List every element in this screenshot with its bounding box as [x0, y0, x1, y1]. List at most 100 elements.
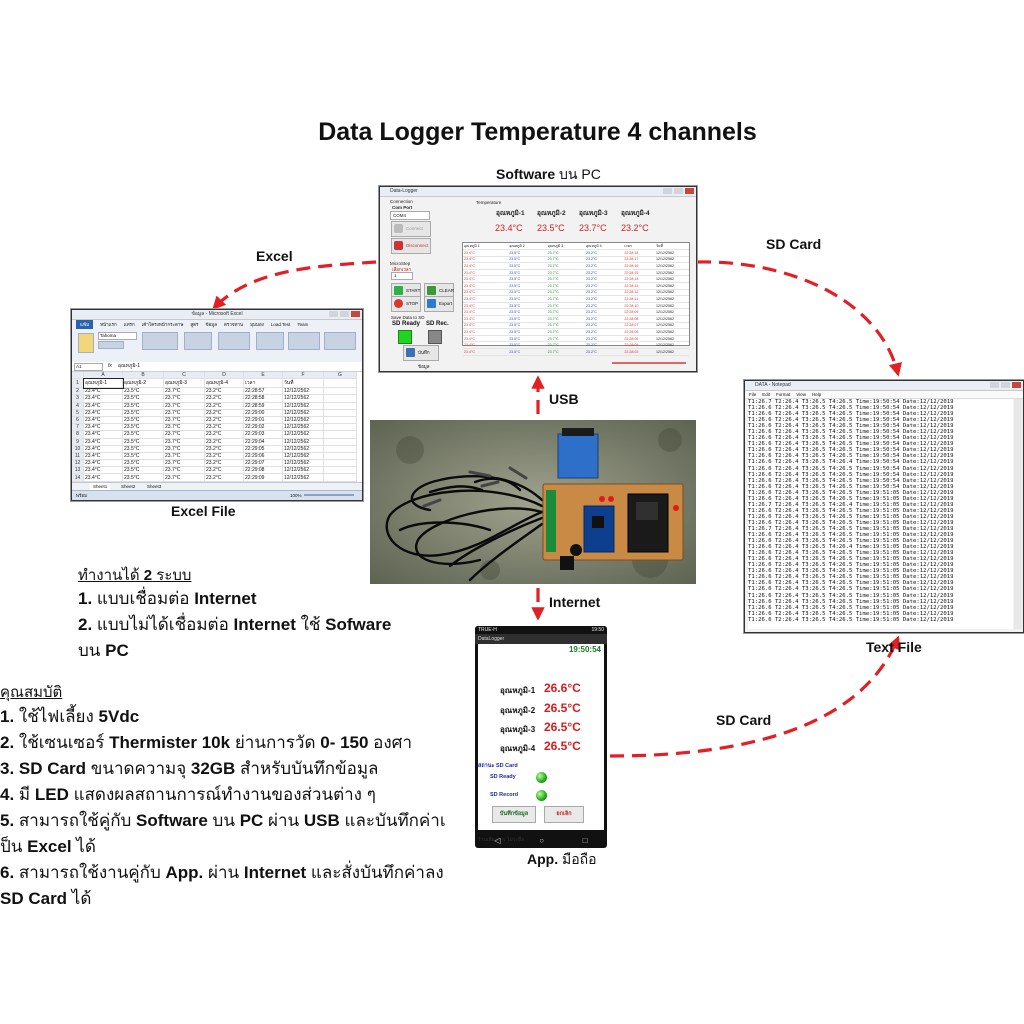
- sheet-cell[interactable]: 23.2°C: [204, 409, 244, 417]
- sheet-cell[interactable]: 23.4°C: [83, 452, 123, 461]
- row-number[interactable]: 13: [72, 466, 84, 475]
- sheet-tab-2[interactable]: Sheet2: [121, 484, 136, 489]
- ribbon-tab[interactable]: ข้อมูล: [205, 322, 217, 327]
- maximize-button[interactable]: [1001, 382, 1010, 388]
- number-format-icon[interactable]: [184, 332, 212, 350]
- sheet-cell[interactable]: 22:29:05: [243, 445, 283, 453]
- sheet-cell[interactable]: 12/12/2562: [282, 430, 324, 439]
- sheet-cell[interactable]: 23.5°C: [122, 402, 164, 410]
- sheet-cell[interactable]: 23.2°C: [204, 473, 244, 482]
- styles-icon[interactable]: [218, 332, 250, 350]
- ribbon-tab[interactable]: Team: [297, 322, 309, 327]
- sheet-cell[interactable]: 23.7°C: [163, 445, 205, 453]
- sheet-cell[interactable]: 23.2°C: [204, 416, 244, 425]
- sheet-cell[interactable]: 23.5°C: [122, 409, 164, 417]
- row-number[interactable]: 4: [72, 402, 84, 410]
- sheet-cell[interactable]: 23.5°C: [122, 438, 164, 446]
- sheet-cell[interactable]: 23.7°C: [163, 387, 205, 396]
- sheet-cell[interactable]: 22:29:09: [243, 473, 283, 482]
- sheet-cell[interactable]: 23.7°C: [163, 402, 205, 410]
- phone-cancel-button[interactable]: ยกเลิก: [544, 806, 584, 823]
- sheet-cell[interactable]: 22:28:58: [243, 394, 283, 403]
- formula-input[interactable]: อุณหภูมิ-1: [118, 363, 140, 369]
- notepad-menu-item[interactable]: File: [749, 392, 757, 397]
- export-button[interactable]: Export: [424, 296, 454, 312]
- notepad-menu-item[interactable]: View: [796, 392, 806, 397]
- sheet-cell[interactable]: 23.4°C: [83, 445, 123, 453]
- ribbon-tab[interactable]: สูตร: [190, 322, 199, 327]
- column-header[interactable]: F: [282, 372, 324, 380]
- connect-button[interactable]: Connect: [391, 221, 431, 237]
- sheet-cell[interactable]: 23.7°C: [163, 394, 205, 403]
- sheet-cell[interactable]: 12/12/2562: [282, 394, 324, 403]
- sheet-cell[interactable]: 23.2°C: [204, 452, 244, 461]
- record-button[interactable]: บันทึกข้อมูล: [403, 345, 439, 369]
- ribbon-tab[interactable]: แทรก: [123, 322, 135, 327]
- maximize-button[interactable]: [340, 311, 349, 317]
- row-number[interactable]: 1: [72, 378, 84, 389]
- sheet-cell[interactable]: [323, 452, 357, 461]
- start-button[interactable]: START: [391, 283, 421, 299]
- sheet-cell[interactable]: 23.4°C: [83, 402, 123, 410]
- row-number[interactable]: 11: [72, 452, 84, 461]
- sheet-cell[interactable]: 23.5°C: [122, 466, 164, 475]
- sheet-cell[interactable]: 23.5°C: [122, 394, 164, 403]
- sheet-cell[interactable]: 23.7°C: [163, 409, 205, 417]
- ribbon-tab[interactable]: ตรวจทาน: [223, 322, 244, 327]
- sheet-cell[interactable]: [323, 402, 357, 410]
- sheet-cell[interactable]: 12/12/2562: [282, 416, 324, 425]
- notepad-menu-item[interactable]: Edit: [762, 392, 771, 397]
- column-header[interactable]: [72, 372, 84, 380]
- sheet-cell[interactable]: 23.2°C: [204, 438, 244, 446]
- sheet-cell[interactable]: 23.5°C: [122, 423, 164, 432]
- font-name-box[interactable]: Tahoma: [98, 332, 137, 340]
- sheet-cell[interactable]: 23.5°C: [122, 445, 164, 453]
- sheet-cell[interactable]: [323, 445, 357, 453]
- sheet-cell[interactable]: 22:29:03: [243, 430, 283, 439]
- sheet-cell[interactable]: 22:29:01: [243, 416, 283, 425]
- sheet-cell[interactable]: [323, 416, 357, 425]
- sheet-cell[interactable]: 12/12/2562: [282, 466, 324, 475]
- sheet-cell[interactable]: [323, 473, 357, 482]
- sheet-cell[interactable]: 23.7°C: [163, 466, 205, 475]
- sheet-cell[interactable]: [323, 394, 357, 403]
- sheet-cell[interactable]: 12/12/2562: [282, 452, 324, 461]
- sheet-cell[interactable]: [323, 430, 357, 439]
- notepad-menu-item[interactable]: Help: [811, 392, 822, 397]
- column-header[interactable]: G: [323, 372, 357, 380]
- sheet-cell[interactable]: 23.5°C: [122, 416, 164, 425]
- row-number[interactable]: 2: [72, 387, 84, 396]
- sheet-cell[interactable]: 23.4°C: [83, 394, 123, 403]
- sheet-cell[interactable]: อุณหภูมิ-3: [163, 378, 205, 389]
- close-button[interactable]: [1012, 382, 1021, 388]
- sheet-cell[interactable]: 23.2°C: [204, 445, 244, 453]
- find-select-icon[interactable]: [324, 332, 356, 350]
- column-header[interactable]: D: [204, 372, 244, 380]
- row-number[interactable]: 5: [72, 409, 84, 417]
- sheet-cell[interactable]: 22:29:07: [243, 459, 283, 468]
- close-button[interactable]: [351, 311, 360, 317]
- sheet-cell[interactable]: 23.4°C: [83, 423, 123, 432]
- sheet-cell[interactable]: 23.4°C: [83, 387, 123, 396]
- ribbon-tab[interactable]: หน้าแรก: [100, 322, 117, 327]
- row-number[interactable]: 10: [72, 445, 84, 453]
- sheet-cell[interactable]: [323, 409, 357, 417]
- sheet-cell[interactable]: 23.5°C: [122, 473, 164, 482]
- name-box[interactable]: A1: [74, 363, 103, 371]
- row-number[interactable]: 3: [72, 394, 84, 403]
- sheet-cell[interactable]: [323, 387, 357, 396]
- ribbon-tab[interactable]: Load Test: [270, 322, 291, 327]
- row-number[interactable]: 9: [72, 438, 84, 446]
- sheet-tab-1[interactable]: Sheet1: [90, 483, 111, 491]
- sheet-cell[interactable]: 23.5°C: [122, 452, 164, 461]
